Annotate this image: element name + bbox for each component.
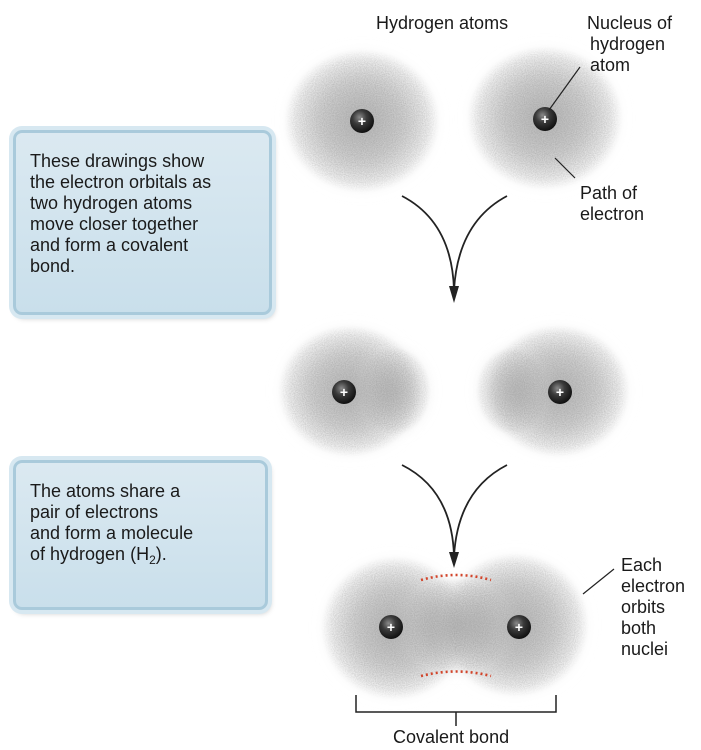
nucleus-plus: + — [340, 384, 348, 400]
covalent-bond-bracket — [356, 695, 556, 726]
covalent-bond-label: Covalent bond — [393, 727, 509, 748]
formula-suffix: ). — [156, 544, 167, 564]
callout-line-formula: of hydrogen (H2). — [30, 544, 251, 565]
each-electron-line: both — [621, 618, 685, 639]
each-electron-label: Each electron orbits both nuclei — [621, 555, 685, 660]
callout-line: and form a molecule — [30, 523, 251, 544]
callout-line: move closer together — [30, 214, 255, 235]
callout-orbitals: These drawings show the electron orbital… — [13, 130, 272, 315]
callout-line: two hydrogen atoms — [30, 193, 255, 214]
nucleus-label-line: hydrogen — [587, 34, 672, 55]
hydrogen-atoms-label: Hydrogen atoms — [376, 13, 508, 34]
callout-line: These drawings show — [30, 151, 255, 172]
nucleus-plus: + — [358, 113, 366, 129]
formula-prefix: of hydrogen (H — [30, 544, 149, 564]
each-electron-line: Each — [621, 555, 685, 576]
nucleus-label-line: Nucleus of — [587, 13, 672, 34]
callout-shared-electrons: The atoms share a pair of electrons and … — [13, 460, 268, 610]
atom-top-left: + — [284, 49, 440, 193]
callout-line: bond. — [30, 256, 255, 277]
callout-line: The atoms share a — [30, 481, 251, 502]
atom-middle-right: + — [476, 325, 630, 457]
nucleus-plus: + — [515, 619, 523, 635]
callout-line: the electron orbitals as — [30, 172, 255, 193]
path-of-electron-label: Path of electron — [580, 183, 644, 225]
nucleus-label: Nucleus of hydrogen atom — [587, 13, 672, 76]
callout-line: and form a covalent — [30, 235, 255, 256]
cloud-stretch — [359, 347, 431, 435]
merge-arrow-1 — [402, 196, 507, 303]
each-electron-leader — [583, 569, 614, 594]
nucleus-plus: + — [387, 619, 395, 635]
atom-middle-left: + — [278, 325, 431, 457]
cloud-stretch — [476, 347, 548, 435]
hydrogen-molecule: + + — [321, 553, 589, 700]
path-label-line: electron — [580, 204, 644, 225]
each-electron-line: nuclei — [621, 639, 685, 660]
nucleus-plus: + — [556, 384, 564, 400]
path-label-line: Path of — [580, 183, 644, 204]
callout-line: pair of electrons — [30, 502, 251, 523]
merge-arrow-2 — [402, 465, 507, 568]
each-electron-line: orbits — [621, 597, 685, 618]
molecule-cloud-bridge — [398, 578, 514, 674]
each-electron-line: electron — [621, 576, 685, 597]
nucleus-plus: + — [541, 111, 549, 127]
formula-subscript: 2 — [149, 553, 156, 567]
nucleus-label-line: atom — [587, 55, 672, 76]
